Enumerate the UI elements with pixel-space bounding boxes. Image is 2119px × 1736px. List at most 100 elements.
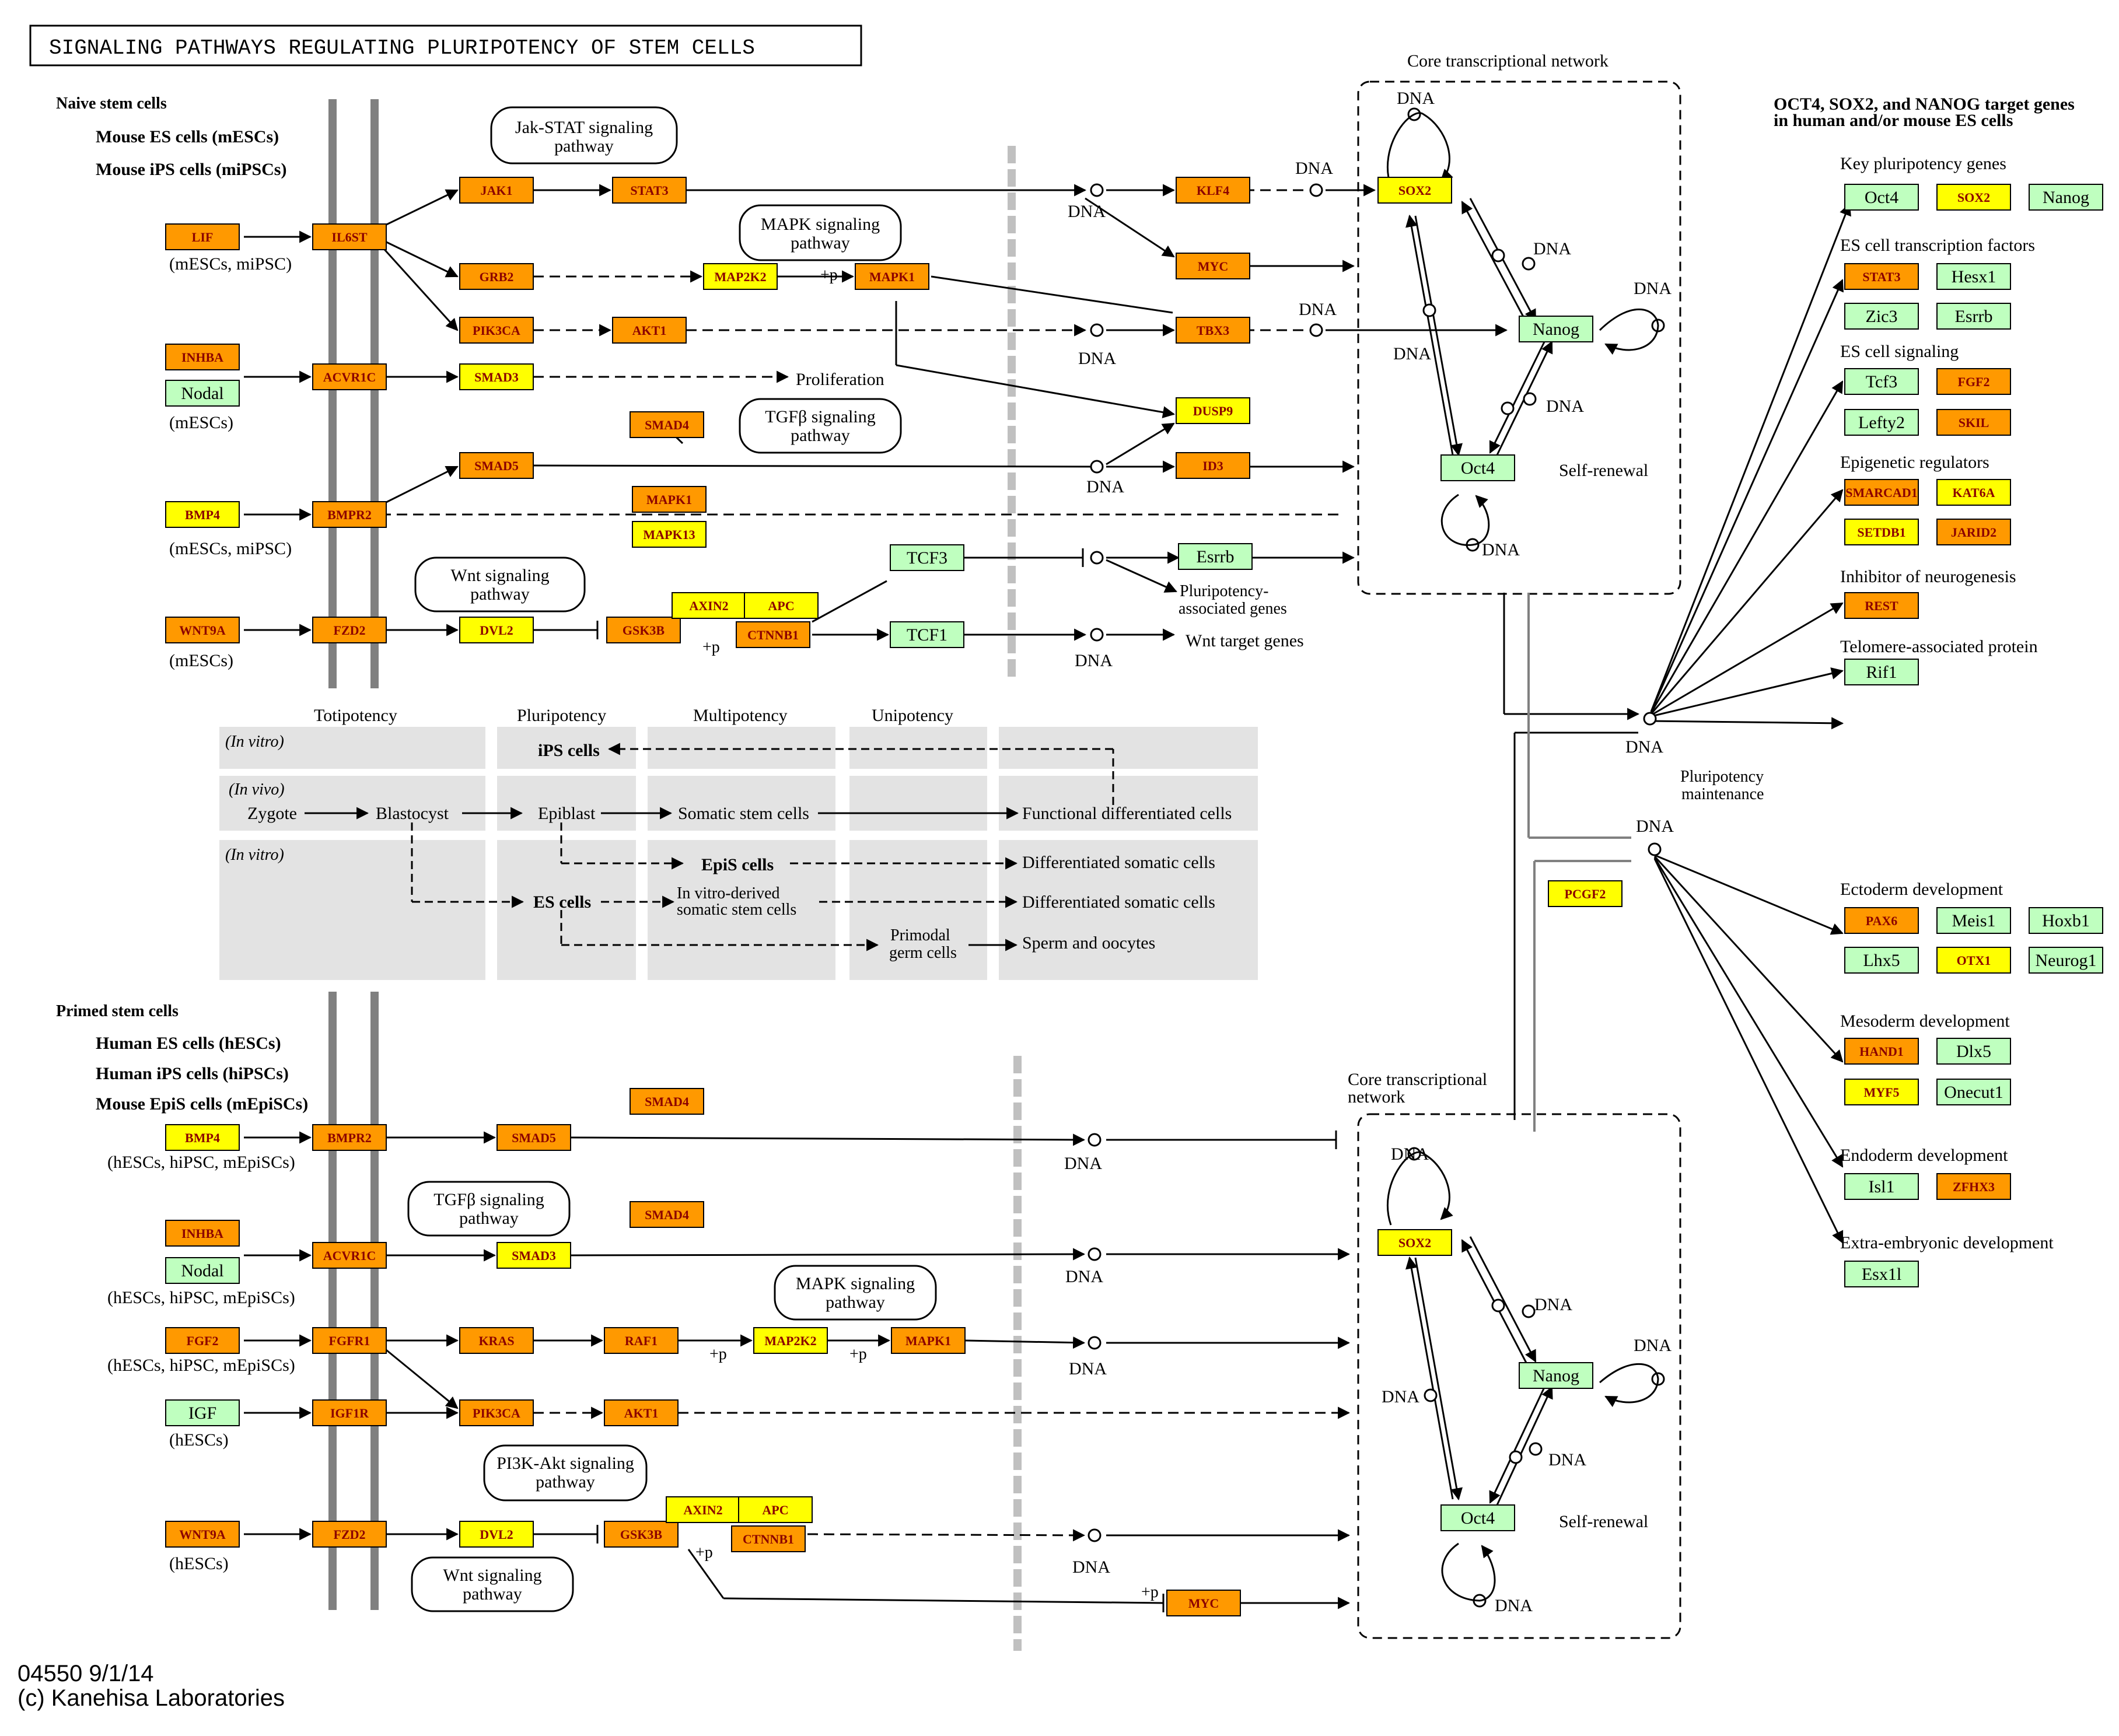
gene-box-smad4[interactable]: [630, 1201, 704, 1228]
gene-box-oct4[interactable]: [1844, 184, 1919, 211]
gene-box-acvr1c[interactable]: [312, 363, 387, 390]
gene-box-tcf1[interactable]: [890, 621, 964, 648]
gene-box-oct4[interactable]: [1440, 454, 1515, 481]
gene-box-igf[interactable]: [165, 1399, 240, 1426]
gene-box-dusp9[interactable]: [1176, 397, 1250, 424]
pathway-tgfb-primed[interactable]: [407, 1181, 571, 1237]
gene-box-tcf3[interactable]: [1844, 368, 1919, 395]
gene-box-pik3ca[interactable]: [459, 1399, 534, 1426]
gene-box-stat3[interactable]: [1844, 263, 1919, 290]
gene-box-bmpr2[interactable]: [312, 1124, 387, 1151]
gene-box-nanog[interactable]: [1519, 316, 1593, 342]
gene-box-esrrb[interactable]: [1178, 543, 1253, 570]
gene-box-dlx5[interactable]: [1936, 1038, 2011, 1065]
gene-box-rif1[interactable]: [1844, 659, 1919, 685]
gene-box-fgfr1[interactable]: [312, 1327, 387, 1354]
gene-box-inhba[interactable]: [165, 1220, 240, 1247]
gene-box-jak1[interactable]: [459, 177, 534, 204]
gene-box-neurog1[interactable]: [2029, 947, 2103, 974]
gene-box-wnt9a[interactable]: [165, 1521, 240, 1548]
gene-box-mapk13[interactable]: [632, 521, 707, 548]
gene-box-axin2[interactable]: [672, 592, 746, 619]
gene-box-smad4[interactable]: [630, 411, 704, 438]
gene-box-pax6[interactable]: [1844, 907, 1919, 934]
gene-box-mapk1[interactable]: [632, 486, 707, 513]
gene-box-klf4[interactable]: [1176, 177, 1250, 204]
pathway-tgfb[interactable]: [739, 398, 902, 454]
gene-box-setdb1[interactable]: [1844, 519, 1919, 545]
gene-box-raf1[interactable]: [604, 1327, 679, 1354]
gene-box-apc[interactable]: [744, 592, 819, 619]
gene-box-smad4[interactable]: [630, 1088, 704, 1115]
gene-box-hoxb1[interactable]: [2029, 907, 2103, 934]
gene-box-il6st[interactable]: [312, 223, 387, 250]
gene-box-akt1[interactable]: [604, 1399, 679, 1426]
gene-box-smad5[interactable]: [496, 1124, 571, 1151]
gene-box-nanog[interactable]: [1519, 1362, 1593, 1389]
gene-box-map2k2[interactable]: [753, 1327, 828, 1354]
gene-box-isl1[interactable]: [1844, 1173, 1919, 1200]
gene-box-sox2[interactable]: [1936, 184, 2011, 211]
gene-box-inhba[interactable]: [165, 344, 240, 370]
pathway-pi3k-akt[interactable]: [483, 1444, 648, 1502]
gene-box-pcgf2[interactable]: [1548, 880, 1623, 907]
gene-box-bmp4[interactable]: [165, 501, 240, 528]
gene-box-lefty2[interactable]: [1844, 409, 1919, 436]
gene-box-gsk3b[interactable]: [606, 617, 681, 643]
gene-box-bmpr2[interactable]: [312, 501, 387, 528]
gene-box-axin2[interactable]: [666, 1496, 740, 1523]
gene-box-pik3ca[interactable]: [459, 317, 534, 344]
gene-box-apc[interactable]: [738, 1496, 813, 1523]
gene-box-hand1[interactable]: [1844, 1038, 1919, 1065]
gene-box-zfhx3[interactable]: [1936, 1173, 2011, 1200]
gene-box-onecut1[interactable]: [1936, 1079, 2011, 1105]
gene-box-dvl2[interactable]: [459, 617, 534, 643]
gene-box-acvr1c[interactable]: [312, 1242, 387, 1269]
gene-box-wnt9a[interactable]: [165, 617, 240, 643]
pathway-wnt[interactable]: [414, 556, 586, 612]
gene-box-smad3[interactable]: [459, 363, 534, 390]
gene-box-nodal[interactable]: [165, 380, 240, 407]
gene-box-skil[interactable]: [1936, 409, 2011, 436]
gene-box-myc[interactable]: [1166, 1590, 1241, 1616]
gene-box-dvl2[interactable]: [459, 1521, 534, 1548]
gene-box-smarcad1[interactable]: [1844, 479, 1919, 506]
gene-box-meis1[interactable]: [1936, 907, 2011, 934]
gene-box-esrrb[interactable]: [1936, 303, 2011, 330]
pathway-mapk[interactable]: [739, 204, 902, 261]
pathway-mapk-primed[interactable]: [774, 1265, 937, 1321]
gene-box-igf1r[interactable]: [312, 1399, 387, 1426]
pathway-wnt-primed[interactable]: [411, 1556, 574, 1612]
gene-box-otx1[interactable]: [1936, 947, 2011, 974]
gene-box-kras[interactable]: [459, 1327, 534, 1354]
gene-box-zic3[interactable]: [1844, 303, 1919, 330]
gene-box-oct4[interactable]: [1440, 1504, 1515, 1531]
gene-box-sox2[interactable]: [1377, 1229, 1452, 1256]
gene-box-myc[interactable]: [1176, 253, 1250, 279]
gene-box-hesx1[interactable]: [1936, 263, 2011, 290]
gene-box-smad5[interactable]: [459, 452, 534, 479]
gene-box-map2k2[interactable]: [703, 263, 778, 290]
gene-box-smad3[interactable]: [496, 1242, 571, 1269]
gene-box-fzd2[interactable]: [312, 1521, 387, 1548]
gene-box-tbx3[interactable]: [1176, 317, 1250, 344]
gene-box-kat6a[interactable]: [1936, 479, 2011, 506]
gene-box-lhx5[interactable]: [1844, 947, 1919, 974]
gene-box-jarid2[interactable]: [1936, 519, 2011, 545]
gene-box-ctnnb1[interactable]: [731, 1525, 806, 1552]
gene-box-fgf2[interactable]: [165, 1327, 240, 1354]
gene-box-sox2[interactable]: [1377, 177, 1452, 204]
gene-box-esx1l[interactable]: [1844, 1261, 1919, 1287]
pathway-jak-stat[interactable]: [490, 106, 678, 164]
gene-box-nodal[interactable]: [165, 1257, 240, 1284]
gene-box-fzd2[interactable]: [312, 617, 387, 643]
gene-box-bmp4[interactable]: [165, 1124, 240, 1151]
gene-box-rest[interactable]: [1844, 592, 1919, 619]
gene-box-myf5[interactable]: [1844, 1079, 1919, 1105]
gene-box-gsk3b[interactable]: [604, 1521, 679, 1548]
gene-box-ctnnb1[interactable]: [736, 621, 810, 648]
gene-box-nanog[interactable]: [2029, 184, 2103, 211]
gene-box-grb2[interactable]: [459, 263, 534, 290]
gene-box-fgf2[interactable]: [1936, 368, 2011, 395]
gene-box-mapk1[interactable]: [855, 263, 929, 290]
